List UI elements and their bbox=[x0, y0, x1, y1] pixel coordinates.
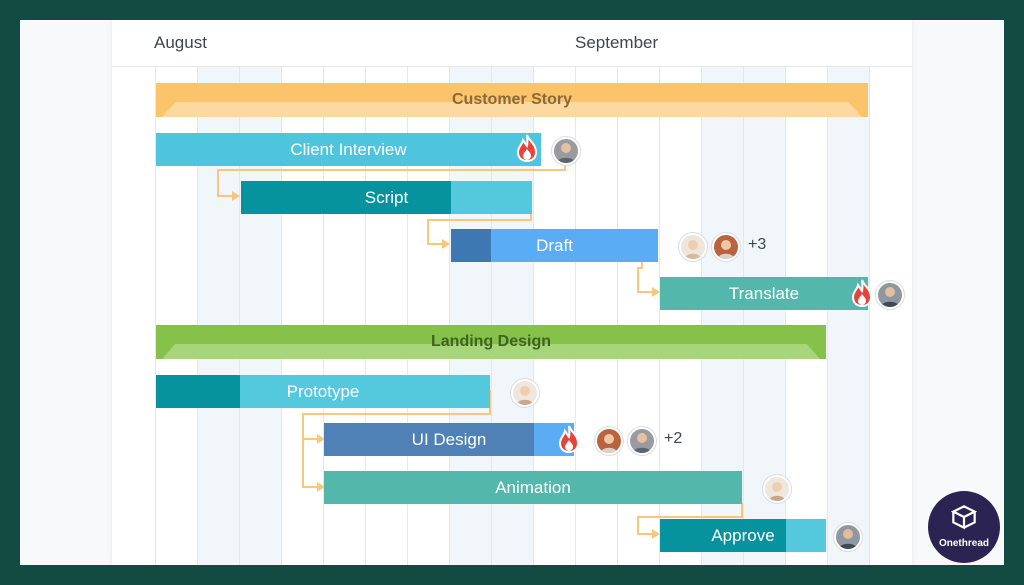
task-progress bbox=[660, 519, 786, 552]
flame-icon bbox=[516, 134, 538, 163]
grid-column bbox=[407, 67, 450, 565]
grid-column bbox=[323, 67, 366, 565]
avatar-icon[interactable] bbox=[679, 233, 707, 261]
grid-column bbox=[659, 67, 702, 565]
task-label: Animation bbox=[495, 478, 571, 497]
task-bar-ui-design[interactable]: UI Design bbox=[324, 423, 574, 456]
gantt-chart: August September bbox=[112, 20, 912, 565]
task-bar-prototype[interactable]: Prototype bbox=[156, 375, 490, 408]
task-label: Draft bbox=[536, 236, 573, 255]
task-progress bbox=[156, 375, 240, 408]
band-bevel bbox=[162, 102, 862, 117]
task-label: Translate bbox=[728, 284, 800, 303]
avatar-icon[interactable] bbox=[511, 379, 539, 407]
grid-column bbox=[869, 67, 912, 565]
avatar-icon[interactable] bbox=[712, 233, 740, 261]
group-band-customer-story[interactable]: Customer Story bbox=[156, 83, 868, 117]
logo-mark-icon bbox=[950, 505, 978, 530]
grid-column bbox=[617, 67, 660, 565]
brand-name: Onethread bbox=[938, 538, 989, 549]
grid-column bbox=[785, 67, 828, 565]
screenshot-frame: August September bbox=[20, 20, 1004, 565]
flame-icon bbox=[558, 425, 580, 454]
task-label: Script bbox=[364, 188, 409, 207]
task-bar-animation[interactable]: Animation bbox=[324, 471, 742, 504]
task-progress bbox=[451, 229, 491, 262]
avatar-icon[interactable] bbox=[595, 427, 623, 455]
task-bar-draft[interactable]: Draft bbox=[451, 229, 658, 262]
grid-column bbox=[827, 67, 870, 565]
brand-logo: Onethread bbox=[928, 491, 1000, 563]
grid-column bbox=[533, 67, 576, 565]
task-label: Prototype bbox=[286, 382, 360, 401]
month-label-august: August bbox=[154, 33, 207, 52]
assignee-overflow-count[interactable]: +3 bbox=[748, 236, 767, 253]
grid-column bbox=[155, 67, 198, 565]
task-bar-script[interactable]: Script bbox=[241, 181, 532, 214]
task-bar-approve[interactable]: Approve bbox=[660, 519, 826, 552]
task-label: Client Interview bbox=[290, 140, 407, 159]
task-bar-client-interview[interactable]: Client Interview bbox=[156, 133, 541, 166]
band-bevel bbox=[162, 344, 820, 359]
avatar-icon[interactable] bbox=[763, 475, 791, 503]
grid-column bbox=[575, 67, 618, 565]
avatar-icon[interactable] bbox=[628, 427, 656, 455]
grid-column bbox=[365, 67, 408, 565]
flame-icon bbox=[851, 279, 873, 308]
avatar-icon[interactable] bbox=[552, 137, 580, 165]
grid-column bbox=[281, 67, 324, 565]
task-bar-translate[interactable]: Translate bbox=[660, 277, 868, 310]
assignee-overflow-count[interactable]: +2 bbox=[664, 430, 683, 447]
task-progress bbox=[241, 181, 451, 214]
task-label: UI Design bbox=[411, 430, 487, 449]
month-label-september: September bbox=[575, 33, 659, 52]
group-band-landing-design[interactable]: Landing Design bbox=[156, 325, 826, 359]
task-progress bbox=[324, 423, 534, 456]
task-label: Approve bbox=[711, 526, 775, 545]
group-label: Landing Design bbox=[431, 333, 551, 350]
group-label: Customer Story bbox=[451, 91, 573, 108]
timeline-header: August September bbox=[112, 20, 912, 67]
avatar-icon[interactable] bbox=[834, 523, 862, 551]
avatar-icon[interactable] bbox=[876, 281, 904, 309]
